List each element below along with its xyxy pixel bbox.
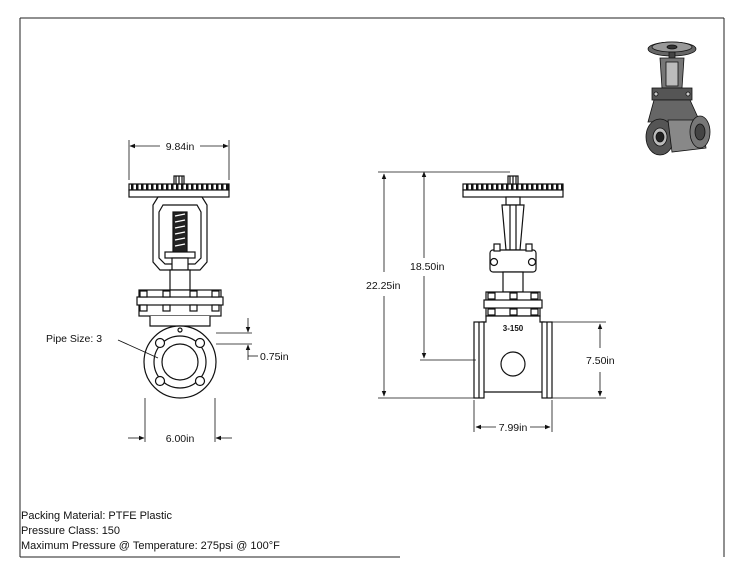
front-bonnet: [136, 289, 224, 327]
dim-overall-height: 22.25in: [366, 280, 401, 292]
front-handwheel: [128, 175, 230, 198]
dim-flange-thickness: 0.75in: [260, 351, 289, 363]
body-marking: 3-150: [503, 324, 524, 333]
spec-pressure-class: Pressure Class: 150: [21, 525, 121, 537]
dim-pipe-size: Pipe Size: 3: [46, 333, 102, 345]
sheet-border: [19, 17, 725, 558]
spec-max-pressure: Maximum Pressure @ Temperature: 275psi @…: [21, 540, 280, 552]
dim-body-height: 7.50in: [586, 355, 615, 367]
dim-face-to-face: 7.99in: [499, 422, 528, 434]
front-flange: [143, 325, 217, 399]
front-yoke: [152, 196, 208, 291]
isometric-preview-image: [645, 41, 711, 156]
front-view: [128, 175, 230, 399]
side-bonnet: [483, 291, 543, 317]
dim-bolt-span: 6.00in: [166, 433, 195, 445]
side-dimensions: [378, 171, 606, 432]
front-dimensions: [117, 140, 258, 442]
dim-stem-height: 18.50in: [410, 261, 445, 273]
dim-handwheel-width: 9.84in: [166, 141, 195, 153]
side-view: [462, 175, 564, 399]
side-handwheel: [462, 175, 564, 198]
spec-packing-material: Packing Material: PTFE Plastic: [21, 510, 172, 522]
side-yoke: [489, 196, 537, 293]
